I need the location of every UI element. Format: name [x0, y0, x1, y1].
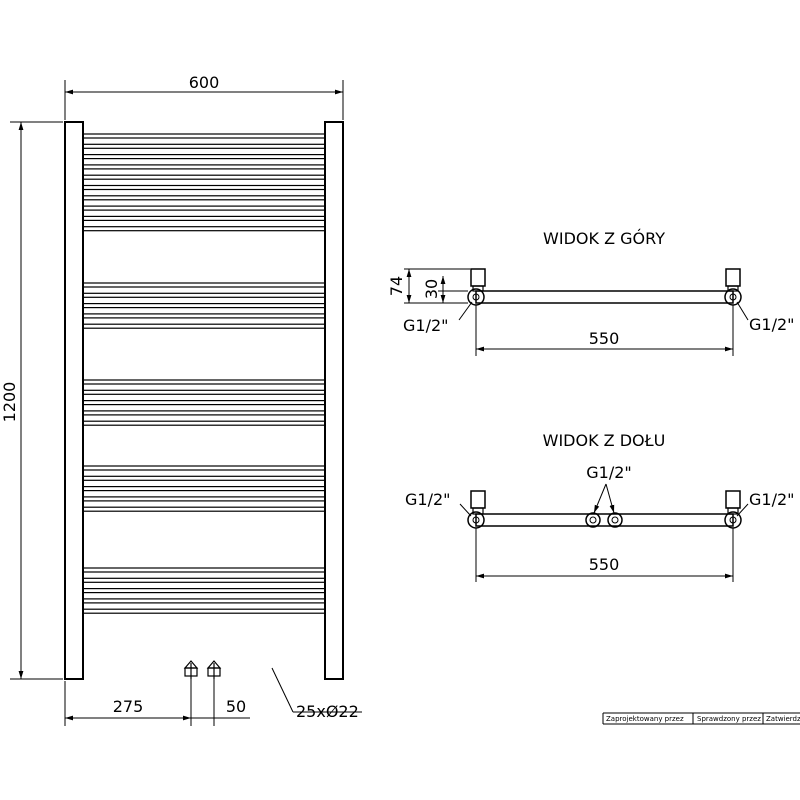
tube-5 — [82, 174, 326, 180]
tube-13 — [82, 303, 326, 309]
tube-14 — [82, 313, 326, 319]
bottom-view-title: WIDOK Z DOŁU — [543, 431, 666, 450]
right-column — [324, 121, 344, 680]
tube-24 — [82, 496, 326, 502]
bottom-valve-right — [206, 660, 222, 679]
tube-26 — [82, 567, 326, 573]
tube-23 — [82, 486, 326, 492]
tube-12 — [82, 292, 326, 298]
bottom-right-connection: G1/2" — [749, 490, 795, 509]
tube-22 — [82, 475, 326, 481]
checked-by-label: Sprawdzony przez — [697, 715, 761, 723]
top-view-title: WIDOK Z GÓRY — [543, 229, 665, 248]
top-view: WIDOK Z GÓRY 74 30 G1/2" G1/2" 550 — [387, 229, 795, 356]
tube-25 — [82, 506, 326, 512]
bottom-view: WIDOK Z DOŁU G1/2" G1/2" G1/2" 550 — [405, 431, 795, 582]
top-span-label: 550 — [589, 329, 620, 348]
title-block: Zaprojektowany przez Sprawdzony przez Za… — [602, 712, 800, 725]
tube-6 — [82, 184, 326, 191]
tube-17 — [82, 389, 326, 395]
tube-20 — [82, 420, 326, 426]
tube-30 — [82, 608, 326, 614]
tube-27 — [82, 577, 326, 583]
front-view: 600 1200 275 50 25xØ22 — [0, 73, 362, 726]
top-right-connection: G1/2" — [749, 315, 795, 334]
tube-10 — [82, 226, 326, 232]
bottom-left-connection: G1/2" — [405, 490, 451, 509]
bottom-span-label: 550 — [589, 555, 620, 574]
tube-11 — [82, 282, 326, 288]
left-column — [64, 121, 84, 680]
tubes-label: 25xØ22 — [296, 702, 359, 721]
axis-label: 30 — [422, 279, 441, 299]
top-left-connection: G1/2" — [403, 316, 449, 335]
depth-label: 74 — [387, 276, 406, 296]
tube-4 — [82, 164, 326, 170]
tube-28 — [82, 587, 326, 594]
tube-19 — [82, 410, 326, 416]
tube-3 — [82, 154, 326, 160]
left-offset-label: 275 — [113, 697, 144, 716]
tube-9 — [82, 215, 326, 221]
designed-by-label: Zaprojektowany przez — [606, 715, 684, 723]
horizontal-tubes — [82, 133, 326, 614]
tube-29 — [82, 598, 326, 604]
spacing-label: 50 — [226, 697, 246, 716]
approved-by-label: Zatwierdz — [766, 715, 800, 723]
tube-8 — [82, 205, 326, 211]
tube-7 — [82, 195, 326, 201]
tube-18 — [82, 400, 326, 406]
bottom-valve-left — [183, 660, 199, 679]
tube-1 — [82, 133, 326, 139]
tube-21 — [82, 465, 326, 471]
height-label: 1200 — [0, 382, 19, 423]
tube-15 — [82, 323, 326, 329]
bottom-center-connection: G1/2" — [586, 463, 632, 482]
tube-2 — [82, 143, 326, 149]
tube-16 — [82, 379, 326, 385]
width-label: 600 — [189, 73, 220, 92]
